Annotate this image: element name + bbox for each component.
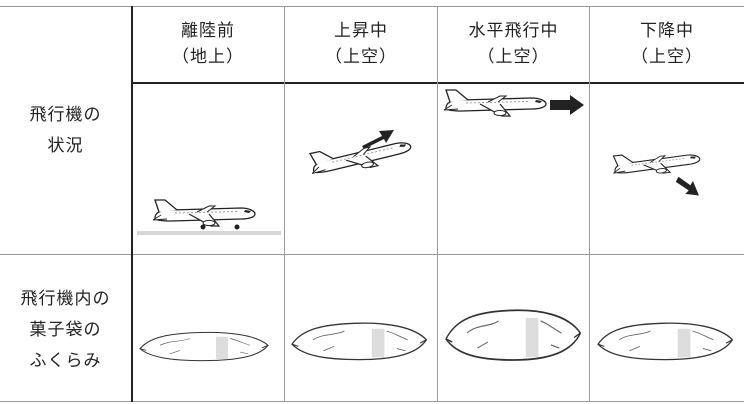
header-line-1: 離陸前 — [181, 21, 235, 41]
header-line-1: 水平飛行中 — [468, 21, 559, 41]
header-before-takeoff: 離陸前 （地上） — [132, 18, 284, 70]
arrow-icon — [550, 95, 584, 115]
column-divider-3 — [589, 6, 590, 402]
bag-before-takeoff — [139, 331, 269, 362]
row-label-snack-bag: 飛行機内の 菓子袋の ふくらみ — [0, 284, 131, 377]
table-top-border — [0, 6, 744, 7]
header-line-2: （上空） — [631, 47, 703, 67]
header-ascending: 上昇中 （上空） — [285, 18, 437, 70]
row-label-airplane-status: 飛行機の 状況 — [0, 100, 131, 162]
row-label-line: ふくらみ — [29, 351, 102, 371]
arrow-icon — [362, 130, 394, 149]
arrow-icon — [675, 176, 699, 196]
row-label-line: 飛行機内の — [20, 289, 111, 309]
label-column-divider — [131, 6, 133, 402]
ground-airplane-scene — [137, 199, 281, 235]
row-divider — [0, 254, 744, 255]
row-label-line: 飛行機の — [29, 105, 102, 125]
header-level-flight: 水平飛行中 （上空） — [438, 18, 589, 70]
airplane-icon — [307, 132, 414, 181]
airplane-icon — [611, 146, 702, 179]
row-label-line: 状況 — [47, 136, 84, 156]
bag-ascending — [291, 322, 428, 361]
snack-bag-icon — [139, 331, 269, 362]
row-label-line: 菓子袋の — [29, 320, 102, 340]
header-line-2: （上空） — [325, 47, 397, 67]
snack-bag-icon — [291, 322, 428, 361]
header-line-1: 上昇中 — [334, 21, 388, 41]
ground-icon — [137, 231, 281, 235]
descending-airplane-scene — [611, 146, 702, 196]
header-line-1: 下降中 — [640, 21, 694, 41]
header-line-2: （上空） — [477, 47, 550, 67]
snack-bag-icon — [445, 309, 582, 361]
bag-descending — [597, 322, 734, 361]
bag-level-flight — [445, 309, 582, 361]
column-divider-1 — [284, 6, 285, 402]
level-flight-airplane-scene — [443, 89, 584, 117]
header-descending: 下降中 （上空） — [590, 18, 744, 70]
ascending-airplane-scene — [307, 130, 414, 181]
table-bottom-border — [0, 401, 744, 402]
airplane-icon — [443, 89, 547, 117]
airplane-icon — [152, 199, 256, 227]
header-line-2: （地上） — [172, 47, 244, 67]
snack-bag-icon — [597, 322, 734, 361]
column-divider-2 — [437, 6, 438, 402]
